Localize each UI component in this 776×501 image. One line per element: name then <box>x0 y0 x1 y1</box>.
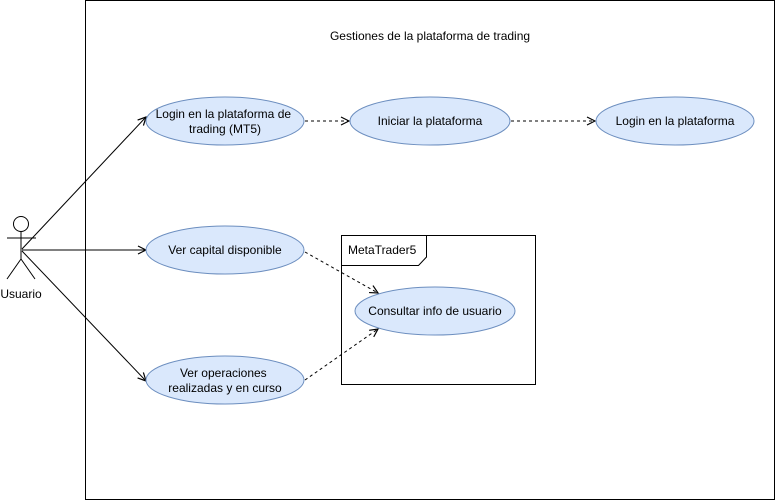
use-case-login-plataforma[interactable]: Login en la plataforma <box>595 96 755 146</box>
use-case-iniciar-plataforma[interactable]: Iniciar la plataforma <box>349 96 511 146</box>
actor-to-operaciones-line <box>21 250 146 381</box>
use-case-capital-label: Ver capital disponible <box>168 243 282 257</box>
actor-to-login-mt5-line <box>21 117 146 250</box>
actor-usuario <box>6 216 36 280</box>
use-case-iniciar-plataforma-label: Iniciar la plataforma <box>378 114 483 128</box>
operaciones-to-consultar-dashed <box>304 329 378 381</box>
use-case-login-mt5[interactable]: Login en la plataforma de trading (MT5) <box>145 96 305 146</box>
use-case-consultar-label: Consultar info de usuario <box>368 304 502 318</box>
use-case-login-plataforma-label: Login en la plataforma <box>616 114 735 128</box>
use-case-operaciones[interactable]: Ver operaciones realizadas y en curso <box>145 355 305 405</box>
capital-to-consultar-dashed <box>304 251 378 293</box>
use-case-login-mt5-label-line-1: Login en la plataforma de <box>156 107 292 121</box>
actor-label: Usuario <box>0 287 42 301</box>
use-case-operaciones-label-line-1: Ver operaciones <box>180 366 267 380</box>
use-case-operaciones-label-line-2: realizadas y en curso <box>168 381 282 395</box>
use-case-login-mt5-label-line-2: trading (MT5) <box>189 122 261 136</box>
use-case-capital[interactable]: Ver capital disponible <box>145 225 305 275</box>
metatrader5-frame-label: MetaTrader5 <box>348 243 417 257</box>
actor-head <box>13 216 29 232</box>
use-case-login-mt5-label: Login en la plataforma de trading (MT5) <box>156 107 295 136</box>
use-case-consultar[interactable]: Consultar info de usuario <box>354 286 516 336</box>
use-case-operaciones-label: Ver operaciones realizadas y en curso <box>168 366 282 395</box>
system-title: Gestiones de la plataforma de trading <box>330 29 530 43</box>
connectors <box>21 117 595 381</box>
